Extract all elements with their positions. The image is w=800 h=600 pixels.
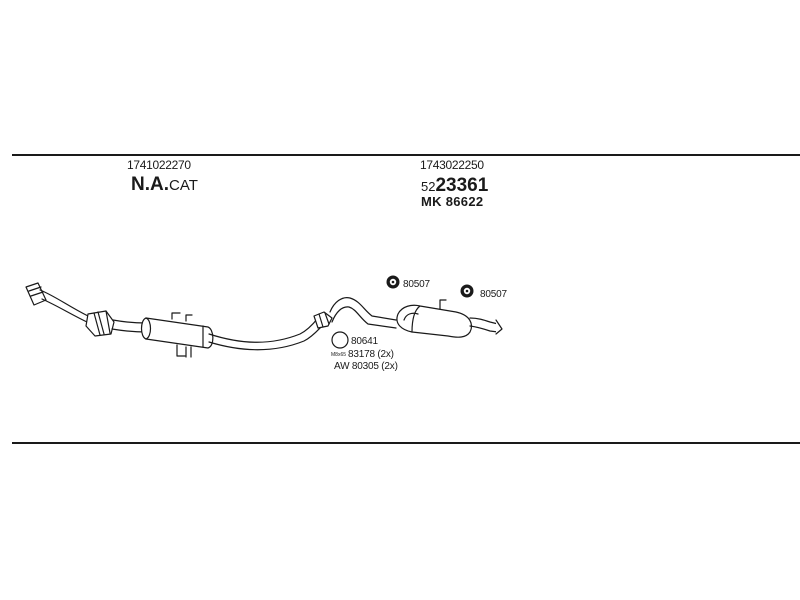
clamp-label: AW 80305 (2x)	[334, 361, 398, 372]
hanger-middle-label: 80507	[403, 279, 430, 290]
mount-kit-label: MK 86622	[421, 194, 484, 209]
pipe-joint-clamp	[313, 311, 333, 329]
rear-muffler	[396, 299, 473, 338]
bottom-divider-line	[12, 442, 800, 444]
gasket-label: 80641	[351, 336, 378, 347]
intermediate-pipe	[208, 317, 323, 351]
hanger-middle-icon	[386, 275, 400, 289]
bolt-tiny-prefix: M8x65	[331, 352, 347, 358]
hanger-rear-label: 80507	[480, 289, 507, 300]
rear-part-number: 1743022250	[420, 158, 484, 172]
front-flange	[25, 282, 47, 306]
front-pipe	[39, 289, 90, 324]
hanger-rear-icon	[460, 284, 474, 298]
front-section-label: N.A.CAT	[131, 175, 198, 194]
gasket-ring	[331, 331, 349, 349]
catalytic-converter	[85, 310, 115, 337]
rear-section-code: 5223361	[421, 176, 488, 195]
tail-pipe	[469, 317, 503, 335]
rear-code-prefix: 52	[421, 179, 436, 194]
middle-muffler	[140, 312, 214, 358]
front-label-bold: N.A.	[131, 174, 169, 195]
rear-code-main: 23361	[435, 175, 489, 196]
top-divider-line	[12, 154, 800, 156]
front-part-number: 1741022270	[127, 158, 191, 172]
front-label-cat: CAT	[169, 177, 198, 194]
bolt-label: 83178 (2x)	[348, 349, 394, 360]
rear-inlet-pipe	[329, 297, 397, 329]
